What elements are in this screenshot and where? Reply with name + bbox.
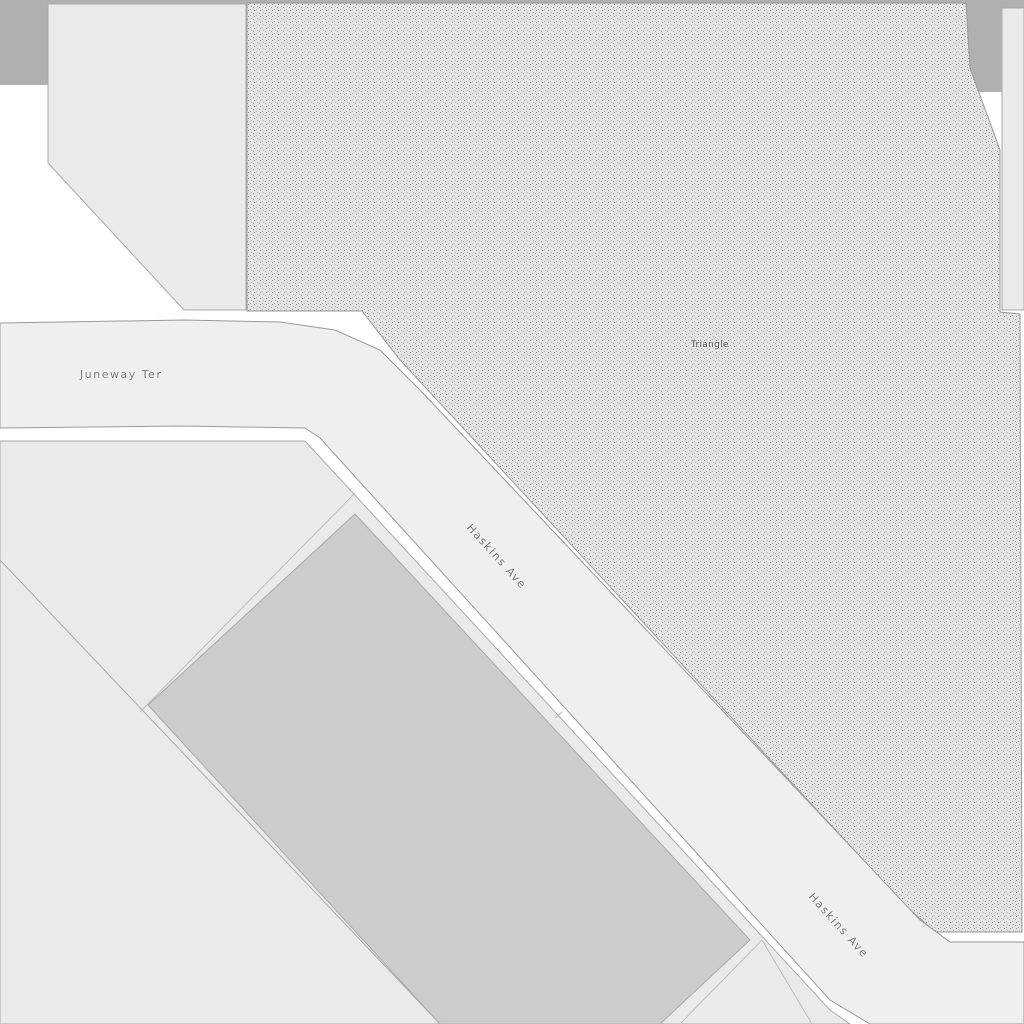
- street-label-juneway-ter: Juneway Ter: [80, 368, 163, 381]
- parcel-east: [1001, 7, 1024, 311]
- road-juneway-haskins: [0, 319, 1024, 1024]
- building: [147, 513, 751, 1024]
- parcel-line: [0, 559, 441, 1024]
- parcel-line: [679, 939, 763, 1024]
- parcel-northwest: [47, 3, 247, 311]
- parcel-line: [554, 711, 563, 719]
- parcel-line: [139, 492, 356, 713]
- parcel-line: [761, 939, 813, 1024]
- park-triangle: [246, 2, 1023, 933]
- park-label-triangle: Triangle: [691, 340, 729, 350]
